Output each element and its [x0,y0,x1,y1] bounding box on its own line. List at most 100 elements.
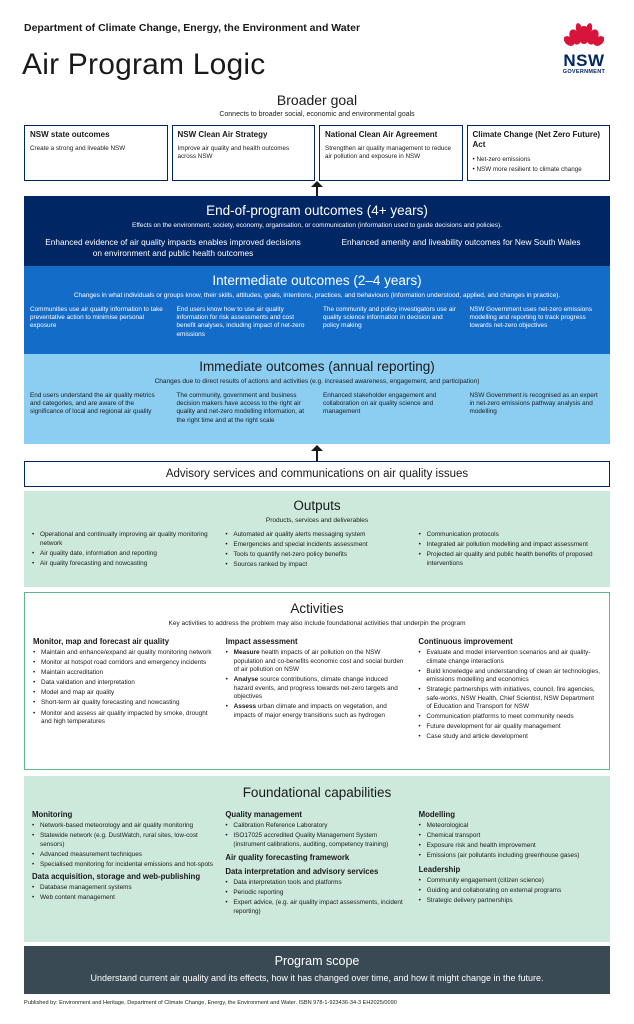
list-item: Measure health impacts of air pollution … [226,649,409,675]
foundational-title: Foundational capabilities [242,785,392,800]
goal-box-text: Strengthen air quality management to red… [325,145,452,160]
list-item: Projected air quality and public health … [419,551,602,568]
list-item: Strategic partnerships with initiatives,… [418,686,601,712]
list-item: Periodic reporting [225,889,408,898]
list-item: Communication protocols [419,531,602,540]
list-item-text: source contributions, climate change ind… [233,676,398,701]
activities-section: Activities Key activities to address the… [24,592,610,770]
end-of-program-outcomes: End-of-program outcomes (4+ years) Effec… [24,196,610,266]
list-item: Data interpretation tools and platforms [225,879,408,888]
intermediate-item: End users know how to use air quality in… [176,306,305,338]
goal-box: Climate Change (Net Zero Future) Act Net… [466,125,610,181]
list-item: Statewide network (e.g. DustWatch, rural… [32,832,215,849]
end-of-program-subtitle: Effects on the environment, society, eco… [132,222,502,229]
list-item-text: health impacts of air pollution on the N… [233,649,404,673]
list-item: Case study and article development [418,733,601,742]
activities-title: Activities [290,601,344,616]
intermediate-item: NSW Government uses net-zero emissions m… [469,306,593,330]
foundational-heading: Data interpretation and advisory service… [225,867,379,877]
activities-column-heading: Impact assessment [225,637,298,646]
up-arrow-icon [311,445,323,461]
outputs-list: Automated air quality alerts messaging s… [225,531,408,570]
foundational-list: Database management systems Web content … [32,884,215,903]
outputs-title: Outputs [293,498,341,513]
foundational-list: Calibration Reference Laboratory ISO1702… [225,822,408,849]
list-item: Calibration Reference Laboratory [225,822,408,831]
list-item: Short-term air quality forecasting and n… [33,699,216,708]
immediate-subtitle: Changes due to direct results of actions… [154,378,480,385]
foundational-heading: Leadership [418,864,461,874]
goal-box-bullet: Net-zero emissions [473,155,605,165]
list-item: Database management systems [32,884,215,893]
list-item: Communication platforms to meet communit… [418,713,601,722]
foundational-heading: Air quality forecasting framework [225,853,350,863]
list-item: Maintain accreditation [33,669,216,678]
list-item: Emissions (air pollutants including gree… [419,852,602,861]
list-item: Monitor and assess air quality impacted … [33,710,216,727]
department-name: Department of Climate Change, Energy, th… [24,22,361,34]
list-item: ISO17025 accredited Quality Management S… [225,832,408,849]
goal-box-list: Net-zero emissions NSW more resilient to… [473,155,605,175]
foundational-heading: Modelling [418,810,456,819]
activities-list: Measure health impacts of air pollution … [226,649,409,720]
list-item: Maintain and enhance/expand air quality … [33,649,216,658]
activities-column-heading: Continuous improvement [418,637,513,646]
list-item-keyword: Assess [233,703,257,711]
list-item: Automated air quality alerts messaging s… [225,531,408,540]
intermediate-item: The community and policy investigators u… [323,306,456,330]
foundational-list: Data interpretation tools and platforms … [225,879,408,916]
list-item: Evaluate and model intervention scenario… [418,649,601,666]
list-item: Operational and continually improving ai… [32,531,215,548]
list-item: Tools to quantify net-zero policy benefi… [225,551,408,560]
list-item: Assess urban climate and impacts on vege… [226,703,409,720]
immediate-outcomes: Immediate outcomes (annual reporting) Ch… [24,354,610,444]
list-item: Model and map air quality [33,689,216,698]
immediate-item: NSW Government is recognised as an exper… [469,392,598,416]
foundational-heading: Monitoring [32,810,73,819]
goal-box-title: National Clean Air Agreement [325,130,438,139]
activities-column-heading: Monitor, map and forecast air quality [33,637,170,646]
outputs-subtitle: Products, services and deliverables [265,517,369,524]
list-item: Guiding and collaborating on external pr… [419,887,602,896]
foundational-list: Community engagement (citizen science) G… [419,877,602,906]
list-item: Advanced measurement techniques [32,851,215,860]
immediate-title: Immediate outcomes (annual reporting) [199,359,435,374]
intermediate-outcomes: Intermediate outcomes (2–4 years) Change… [24,266,610,354]
end-of-program-item: Enhanced evidence of air quality impacts… [45,237,301,258]
list-item: Network-based meteorology and air qualit… [32,822,215,831]
outputs-list: Communication protocols Integrated air p… [419,531,602,568]
list-item: Web content management [32,894,215,903]
immediate-item: The community, government and business d… [176,392,305,424]
intermediate-item: Communities use air quality information … [30,306,163,330]
goal-box: NSW state outcomes Create a strong and l… [24,125,168,181]
list-item: Community engagement (citizen science) [419,877,602,886]
list-item: Future development for air quality manag… [418,723,601,732]
foundational-heading: Quality management [225,810,303,819]
foundational-list: Network-based meteorology and air qualit… [32,822,215,869]
list-item: Data validation and interpretation [33,679,216,688]
broader-goal-boxes: NSW state outcomes Create a strong and l… [24,125,610,181]
advisory-services-box: Advisory services and communications on … [24,461,610,487]
goal-box-title: NSW Clean Air Strategy [177,130,268,139]
program-scope-title: Program scope [274,954,360,968]
waratah-icon [563,23,605,46]
up-arrow-icon [311,181,323,197]
list-item-text: urban climate and impacts on vegetation,… [233,703,387,719]
list-item: Specialised monitoring for incidental em… [32,861,215,870]
goal-box-text: Create a strong and liveable NSW [30,145,126,152]
list-item: Meteorological [419,822,602,831]
page-title: Air Program Logic [22,48,266,81]
broader-goal-heading: Broader goal Connects to broader social,… [0,92,634,118]
logo-subtext: GOVERNMENT [562,69,606,75]
broader-goal-subtitle: Connects to broader social, economic and… [219,111,415,118]
list-item: Strategic delivery partnerships [419,897,602,906]
list-item: Exposure risk and health improvement [419,842,602,851]
immediate-item: Enhanced stakeholder engagement and coll… [323,392,437,416]
goal-box: NSW Clean Air Strategy Improve air quali… [171,125,315,181]
footer-publication-info: Published by: Environment and Heritage, … [24,1000,397,1006]
list-item: Air quality date, information and report… [32,550,215,559]
activities-list: Maintain and enhance/expand air quality … [33,649,216,727]
activities-list: Evaluate and model intervention scenario… [418,649,601,742]
broader-goal-title: Broader goal [276,92,358,108]
list-item: Integrated air pollution modelling and i… [419,541,602,550]
